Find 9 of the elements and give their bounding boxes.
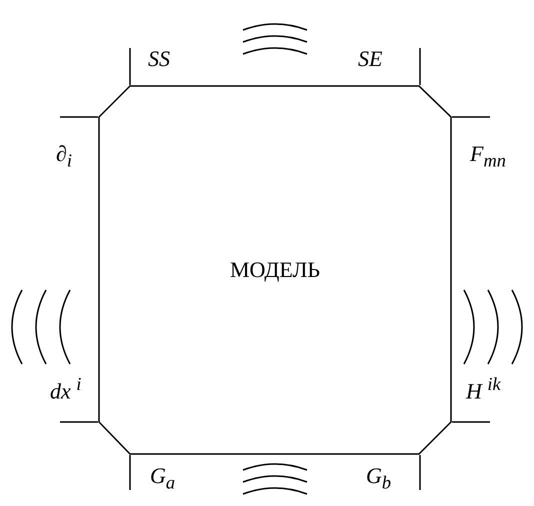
symbol-label: SS xyxy=(148,47,170,71)
symbol-label: dx $^{i}$ xyxy=(50,373,82,404)
symbol-label: G$_{a}$ xyxy=(150,464,176,494)
model-label: МОДЕЛЬ xyxy=(230,257,320,283)
symbol-label: G$_{b}$ xyxy=(366,464,392,494)
symbol-label: F$_{mn}$ xyxy=(470,142,506,172)
symbol-label: H $^{ik}$ xyxy=(466,373,501,404)
symbol-label: ∂$_{i}$ xyxy=(56,142,72,172)
symbol-label: SE xyxy=(358,47,382,71)
